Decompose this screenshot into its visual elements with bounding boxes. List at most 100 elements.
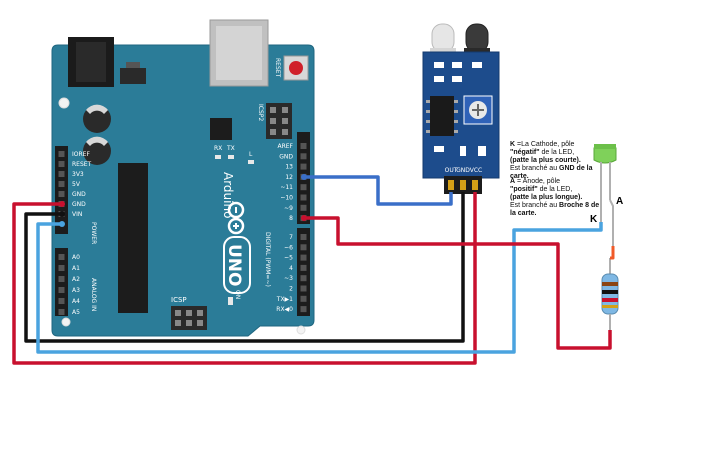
digital-label: DIGITAL (PWM=~) — [264, 232, 271, 287]
anode-note-line1: = Anode, pôle — [517, 178, 561, 185]
pin-label: A0 — [72, 254, 80, 261]
arduino-logo-icon — [227, 201, 245, 235]
pin-label: ~10 — [280, 195, 293, 202]
rx-led — [215, 155, 221, 159]
mount-hole — [296, 325, 306, 335]
pin-label: ~3 — [284, 275, 293, 282]
sensor-pin-header — [444, 176, 482, 194]
model-label: UNO — [224, 244, 244, 286]
cathode-note-line4: Est branché au — [510, 165, 558, 172]
potentiometer-icon[interactable] — [463, 95, 493, 125]
brand-label: Arduino — [221, 172, 235, 218]
header-pin — [58, 298, 65, 304]
anode-note-line4: Est branché au — [510, 202, 558, 209]
header-pin — [300, 143, 307, 149]
header-pin — [300, 204, 307, 211]
pin-label: ~11 — [280, 184, 293, 191]
header-pin — [300, 153, 307, 160]
header-pin — [300, 306, 307, 313]
tx-led — [228, 155, 234, 159]
mount-hole — [61, 317, 71, 327]
pin-label: GND — [279, 153, 293, 160]
header-pin — [58, 191, 65, 197]
cathode-note-short-leg: (patte la plus courte). — [510, 157, 581, 164]
header-pin — [300, 194, 307, 201]
atmega-chip — [118, 163, 148, 313]
anode-note-pin8: Broche 8 de la carte. — [510, 202, 600, 217]
on-led — [228, 297, 233, 305]
header-pin — [300, 234, 307, 240]
power-label: POWER — [90, 222, 97, 244]
pin-label: RESET — [72, 161, 92, 168]
pin-label: 12 — [285, 174, 293, 181]
l-led — [248, 160, 254, 164]
pin-label: A3 — [72, 287, 80, 294]
header-pin — [300, 264, 307, 271]
anode-note-letter: A — [510, 178, 516, 185]
l-label: L — [249, 151, 253, 158]
wire-anode — [610, 246, 615, 260]
pin-label: ~5 — [284, 255, 293, 262]
wire-gnd-sensor — [24, 192, 465, 343]
wire-gnd-led — [36, 222, 603, 354]
anode-note-long-leg: (patte la plus longue). — [510, 194, 583, 201]
arduino-board: RESET ICSP2 TX RX L Arduino — [51, 19, 315, 337]
reset-button-cap[interactable] — [289, 61, 303, 75]
wire-pin8 — [304, 216, 612, 350]
icsp-header — [171, 306, 207, 330]
pin-label: AREF — [277, 143, 293, 150]
pin-label: GND — [72, 191, 86, 198]
cathode-note-gnd: GND de la carte. — [510, 165, 593, 180]
header-pin — [300, 163, 307, 170]
sensor-pin-label-gnd: GND — [456, 167, 470, 174]
icsp2-label: ICSP2 — [257, 104, 264, 121]
header-pin — [58, 151, 65, 157]
cathode-note-line1: =La Cathode, pôle — [517, 141, 575, 148]
pin-label: 3V3 — [72, 171, 84, 178]
wire-pin12 — [304, 175, 453, 206]
led — [593, 144, 617, 246]
wire-5v — [12, 192, 477, 365]
sensor-pin-label-out: OUT — [445, 167, 458, 174]
board-pcb — [51, 44, 315, 337]
cathode-note: K =La Cathode, pôle "négatif" de la LED,… — [510, 141, 602, 181]
reset-label: RESET — [274, 58, 281, 78]
led-body-icon — [593, 147, 617, 164]
pin-label: RX◀0 — [276, 306, 293, 313]
uno-badge: UNO — [223, 236, 251, 294]
digital-header-bottom — [297, 228, 310, 316]
pin-label: 4 — [289, 265, 293, 272]
rx-label: RX — [214, 145, 222, 152]
voltage-regulator-tab — [126, 62, 140, 68]
ir-receiver-icon — [464, 23, 490, 54]
usb-inner — [216, 26, 262, 80]
resistor — [601, 258, 619, 330]
header-pin — [300, 295, 307, 302]
cathode-note-negative: "négatif" — [510, 149, 540, 156]
pin-label: 7 — [289, 234, 293, 241]
pin-label: A4 — [72, 298, 80, 305]
on-label: ON — [234, 290, 241, 299]
header-pin — [58, 181, 65, 187]
pin-label: TX▶1 — [276, 296, 293, 303]
pin-label: A1 — [72, 265, 80, 272]
pin-label: A5 — [72, 309, 80, 316]
pin-label: 2 — [289, 286, 293, 293]
led-k-label: K — [590, 214, 598, 225]
pin-label: 13 — [285, 164, 293, 171]
mount-hole — [58, 97, 70, 109]
pin-label: A2 — [72, 276, 80, 283]
pin-label: IOREF — [72, 151, 90, 158]
usb-chip — [210, 118, 232, 140]
comparator-chip — [430, 96, 454, 136]
header-pin — [58, 161, 65, 167]
pin-label: ~6 — [284, 244, 293, 251]
analog-header — [55, 248, 68, 316]
pin-label: ~9 — [284, 205, 293, 212]
anode-note-positive: "positif" — [510, 186, 538, 193]
anode-note-line2: de la LED, — [537, 186, 573, 193]
wires — [12, 174, 615, 365]
header-pin — [58, 171, 65, 177]
